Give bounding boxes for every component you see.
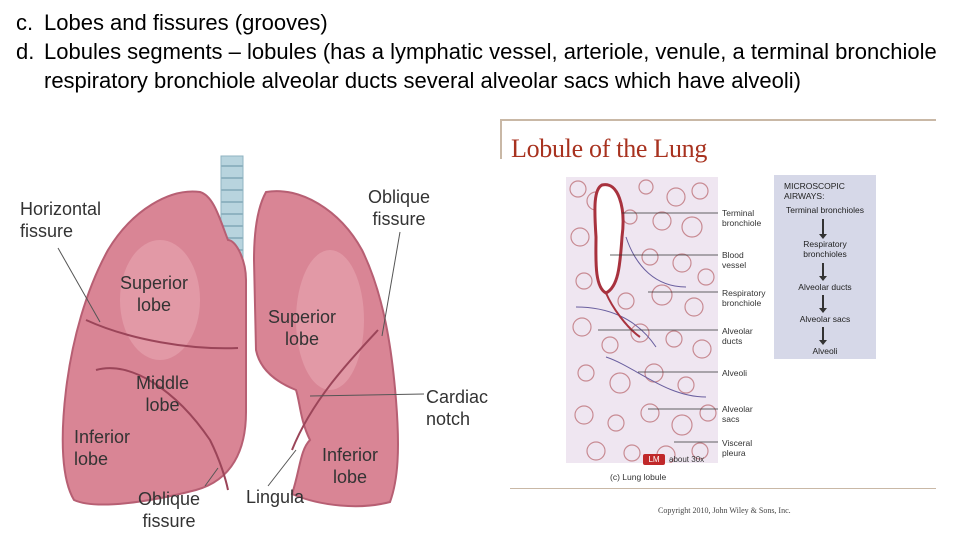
airway-step-terminal: Terminal bronchioles	[774, 205, 876, 215]
arrow-down-icon	[822, 219, 824, 235]
figure-caption: (c) Lung lobule	[610, 472, 666, 482]
bullet-lobes: c. Lobes and fissures (grooves)	[16, 8, 946, 37]
microscopic-airways-box: MICROSCOPIC AIRWAYS: Terminal bronchiole…	[774, 175, 876, 359]
bullet-lobules: d. Lobules segments – lobules (has a lym…	[16, 37, 946, 95]
airways-header: MICROSCOPIC AIRWAYS:	[774, 181, 876, 201]
callout-alveolar-sacs: Alveolar sacs	[722, 404, 753, 424]
lm-badge: LM	[643, 454, 665, 465]
bullet-text: Lobules segments – lobules (has a lympha…	[44, 39, 937, 93]
airway-step-respiratory: Respiratory bronchioles	[774, 239, 876, 259]
arrow-down-icon	[822, 327, 824, 341]
label-oblique-fissure-bottom: Oblique fissure	[138, 488, 200, 532]
bullet-marker: c.	[16, 8, 33, 37]
figure-border-bottom	[510, 488, 936, 489]
label-inferior-lobe-right: Inferior lobe	[74, 426, 130, 470]
callout-lines	[498, 112, 948, 522]
label-inferior-lobe-left: Inferior lobe	[322, 444, 378, 488]
callout-respiratory-bronchiole: Respiratory bronchiole	[722, 288, 765, 308]
copyright-notice: Copyright 2010, John Wiley & Sons, Inc.	[658, 506, 791, 515]
airway-step-sacs: Alveolar sacs	[774, 314, 876, 324]
callout-alveolar-ducts: Alveolar ducts	[722, 326, 753, 346]
label-middle-lobe: Middle lobe	[136, 372, 189, 416]
lung-illustration: Horizontal fissure Oblique fissure Super…	[0, 150, 500, 540]
bullet-list: c. Lobes and fissures (grooves) d. Lobul…	[16, 8, 946, 95]
callout-visceral-pleura: Visceral pleura	[722, 438, 752, 458]
label-superior-lobe-right: Superior lobe	[120, 272, 188, 316]
label-horizontal-fissure: Horizontal fissure	[20, 198, 101, 242]
airway-step-alveoli: Alveoli	[774, 346, 876, 356]
arrow-down-icon	[822, 263, 824, 277]
bullet-marker: d.	[16, 37, 34, 66]
lobule-figure: Lobule of the Lung	[498, 112, 948, 522]
callout-alveoli: Alveoli	[722, 368, 747, 378]
airway-step-ducts: Alveolar ducts	[774, 282, 876, 292]
magnification-label: about 30x	[669, 455, 704, 464]
label-cardiac-notch: Cardiac notch	[426, 386, 488, 430]
label-lingula: Lingula	[246, 486, 304, 508]
callout-blood-vessel: Blood vessel	[722, 250, 746, 270]
label-oblique-fissure-top: Oblique fissure	[368, 186, 430, 230]
arrow-down-icon	[822, 295, 824, 309]
callout-terminal-bronchiole: Terminal bronchiole	[722, 208, 761, 228]
label-superior-lobe-left: Superior lobe	[268, 306, 336, 350]
bullet-text: Lobes and fissures (grooves)	[44, 10, 328, 35]
